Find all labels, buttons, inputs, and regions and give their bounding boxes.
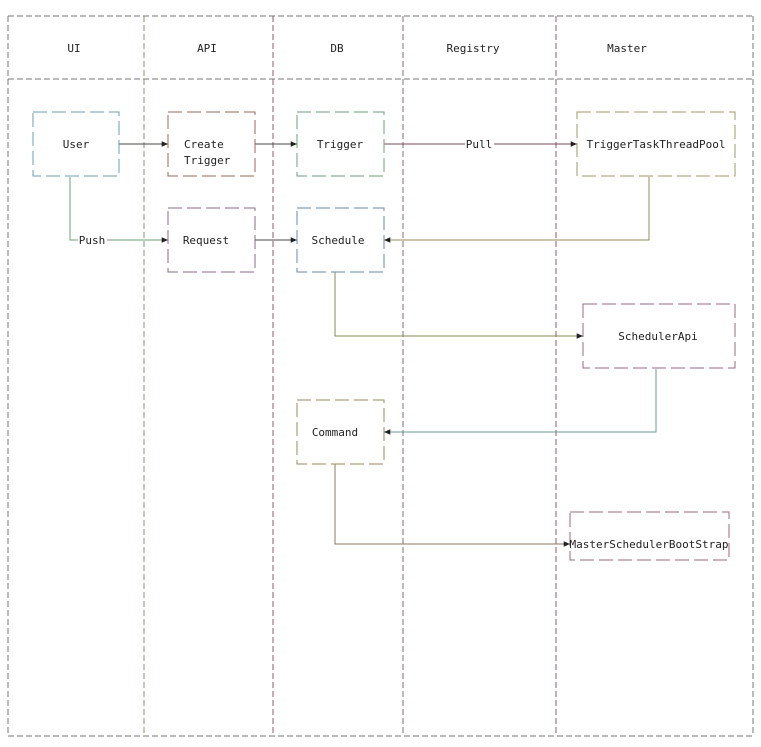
nodes: User Create Trigger Trigger TriggerTaskT… xyxy=(32,111,736,561)
node-create-trigger-box xyxy=(167,111,256,177)
node-schedule-label: Schedule xyxy=(312,234,365,247)
lane-header-api: API xyxy=(197,42,217,55)
node-create-trigger-label-line-2: Trigger xyxy=(184,154,231,167)
node-schedule[interactable]: Schedule xyxy=(296,207,385,273)
node-scheduler-api-label: SchedulerApi xyxy=(618,330,697,343)
node-request[interactable]: Request xyxy=(167,207,256,273)
node-trigger-task-thread-pool-label: TriggerTaskThreadPool xyxy=(586,138,725,151)
lane-header-ui: UI xyxy=(67,42,80,55)
node-trigger-label: Trigger xyxy=(317,138,364,151)
node-trigger-task-thread-pool[interactable]: TriggerTaskThreadPool xyxy=(576,111,736,177)
edge-command-to-bootstrap xyxy=(334,464,570,547)
node-request-label: Request xyxy=(183,234,229,247)
node-command-label: Command xyxy=(312,426,358,439)
lane-headers: UI API DB Registry Master xyxy=(67,42,647,55)
node-command[interactable]: Command xyxy=(296,399,385,465)
edge-schedule-to-scheduler-api xyxy=(334,272,583,339)
node-trigger-box xyxy=(296,111,385,177)
node-user-label: User xyxy=(63,138,90,151)
edge-label-push: Push xyxy=(79,234,106,247)
edges xyxy=(69,141,657,547)
node-create-trigger[interactable]: Create Trigger xyxy=(167,111,256,177)
lane-dividers xyxy=(143,16,557,736)
lane-header-master: Master xyxy=(607,42,647,55)
node-trigger-task-thread-pool-box xyxy=(576,111,736,177)
lane-header-db: DB xyxy=(330,42,344,55)
diagram-frame xyxy=(7,15,754,737)
edge-scheduler-api-to-command xyxy=(384,369,657,435)
node-master-scheduler-bootstrap-box xyxy=(569,511,730,561)
node-trigger[interactable]: Trigger xyxy=(296,111,385,177)
node-schedule-box xyxy=(296,207,385,273)
lane-header-registry: Registry xyxy=(447,42,500,55)
node-scheduler-api[interactable]: SchedulerApi xyxy=(582,303,736,369)
edge-thread-pool-to-schedule xyxy=(384,177,650,243)
node-scheduler-api-box xyxy=(582,303,736,369)
edge-label-pull: Pull xyxy=(466,138,493,151)
node-command-box xyxy=(296,399,385,465)
node-user[interactable]: User xyxy=(32,111,120,177)
node-master-scheduler-bootstrap-label: MasterSchedulerBootStrap xyxy=(570,538,729,551)
edge-label-push-background xyxy=(78,233,107,247)
edge-user-to-request xyxy=(69,177,168,243)
node-master-scheduler-bootstrap[interactable]: MasterSchedulerBootStrap xyxy=(569,511,730,561)
node-create-trigger-label-line-1: Create xyxy=(184,138,224,151)
edge-label-pull-background xyxy=(465,137,494,151)
edge-labels: Pull Push xyxy=(78,137,494,247)
node-request-box xyxy=(167,207,256,273)
node-user-box xyxy=(32,111,120,177)
